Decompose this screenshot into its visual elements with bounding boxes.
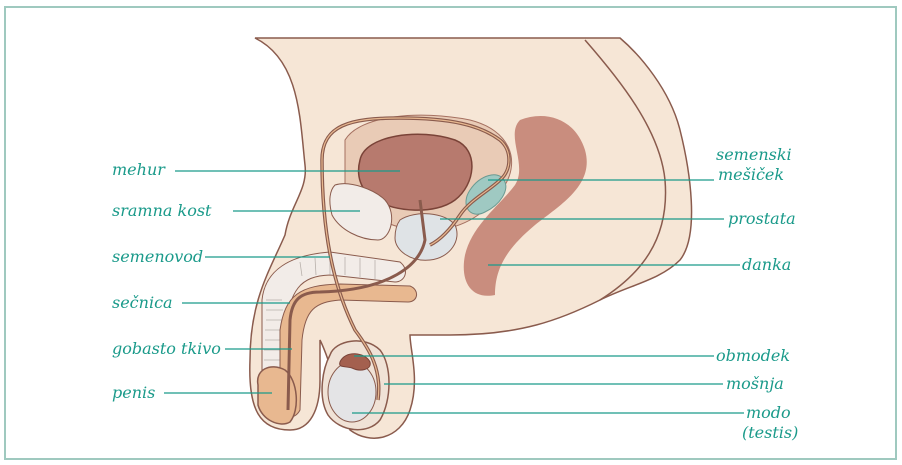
label-prostata: prostata <box>728 209 796 228</box>
label-obmodek: obmodek <box>716 346 790 365</box>
label-modo: modo <box>746 403 791 422</box>
label-mesicek: mešiček <box>718 165 784 184</box>
label-penis: penis <box>112 383 155 402</box>
label-semenski: semenski <box>716 145 792 164</box>
label-sramna-kost: sramna kost <box>112 201 211 220</box>
label-gobasto-tkivo: gobasto tkivo <box>112 339 221 358</box>
label-testis: (testis) <box>742 423 798 442</box>
body-silhouette <box>250 38 692 438</box>
label-mosnja: mošnja <box>726 374 784 393</box>
label-secnica: sečnica <box>112 293 173 312</box>
label-mehur: mehur <box>112 160 165 179</box>
glans <box>258 367 297 424</box>
label-semenovod: semenovod <box>112 247 203 266</box>
label-danka: danka <box>742 255 791 274</box>
